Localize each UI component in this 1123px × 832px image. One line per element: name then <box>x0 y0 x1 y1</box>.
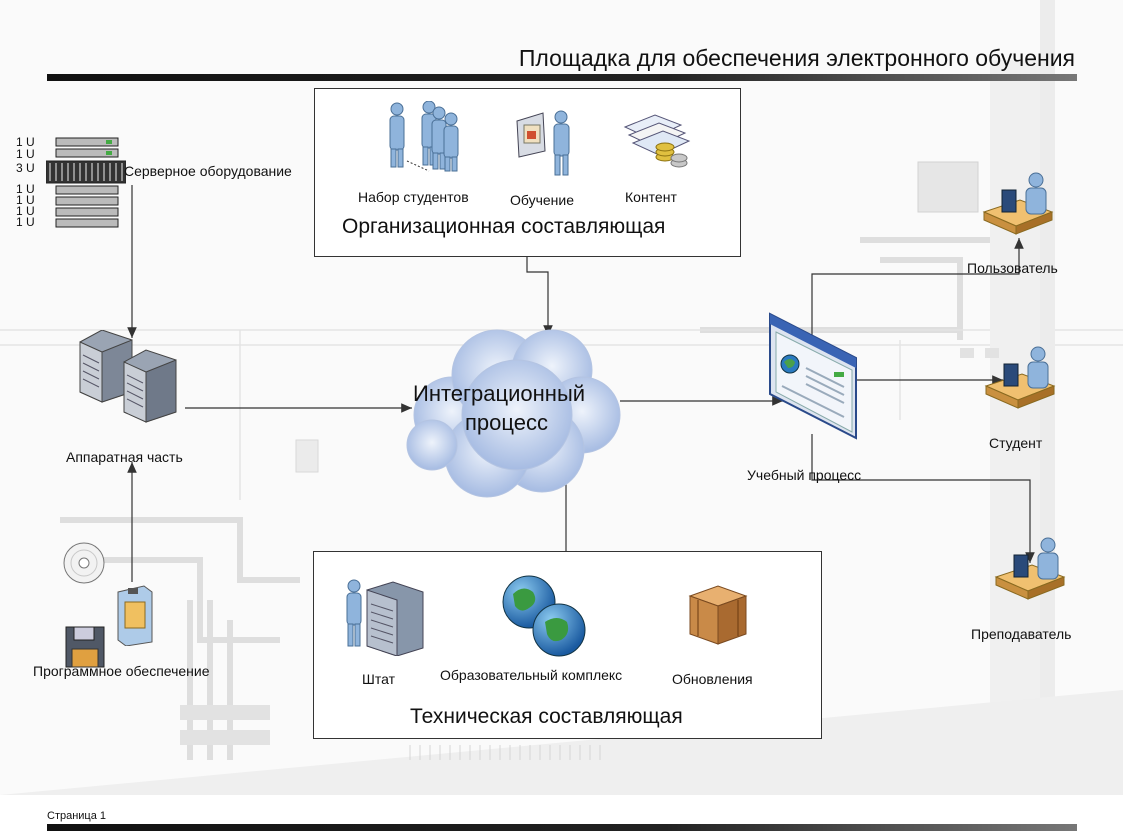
rack-unit-label: 1 U <box>16 204 35 218</box>
org-item-label: Обучение <box>510 192 575 208</box>
software-box-icon <box>117 585 153 646</box>
conn-org-to-cloud <box>526 256 553 336</box>
globes-icon <box>502 575 586 657</box>
web-window-icon <box>769 312 857 440</box>
content-docs-icon <box>623 114 691 168</box>
org-box-title: Организационная составляющая <box>342 215 666 238</box>
package-box-icon <box>688 585 748 645</box>
tech-component-box: Штат Образовательный комплекс Обновления… <box>313 551 822 739</box>
server-rack: 1 U 1 U 3 U 1 U 1 U 1 U 1 U <box>16 135 126 233</box>
org-item-label: Набор студентов <box>358 189 469 205</box>
server-equipment-label: Серверное оборудование <box>124 163 292 179</box>
page-title: Площадка для обеспечения электронного об… <box>518 45 1075 71</box>
rack-unit-label: 1 U <box>16 182 35 196</box>
rack-servers-icon <box>46 137 126 228</box>
conn-learning-to-user <box>811 238 1024 336</box>
learning-process-label: Учебный процесс <box>747 467 862 483</box>
rack-unit-label: 1 U <box>16 147 35 161</box>
user-at-desk-icon <box>982 172 1054 235</box>
tech-box-title: Техническая составляющая <box>410 705 683 728</box>
software-label: Программное обеспечение <box>33 663 210 679</box>
rack-unit-label: 3 U <box>16 161 35 175</box>
org-item-label: Контент <box>625 189 677 205</box>
role-label: Преподаватель <box>971 626 1072 642</box>
hardware-label: Аппаратная часть <box>66 449 183 465</box>
rack-unit-label: 1 U <box>16 193 35 207</box>
teacher-at-desk-icon <box>994 537 1066 600</box>
tech-item-label: Образовательный комплекс <box>440 667 623 683</box>
conn-learning-to-teacher <box>811 434 1035 563</box>
presentation-icon <box>516 110 570 176</box>
cloud-icon <box>406 329 621 498</box>
footer-rule <box>47 824 1077 831</box>
title-rule <box>47 74 1077 81</box>
integration-label-line1: Интеграционный <box>413 381 586 406</box>
rack-unit-label: 1 U <box>16 135 35 149</box>
integration-label-line2: процесс <box>465 410 548 435</box>
rack-unit-label: 1 U <box>16 215 35 229</box>
staff-rack-icon <box>346 579 424 656</box>
student-at-desk-icon <box>984 346 1056 409</box>
role-label: Студент <box>989 435 1043 451</box>
server-cluster-icon <box>79 330 177 423</box>
people-group-icon <box>389 101 459 172</box>
org-component-box: Набор студентов Обучение Контент Организ… <box>314 88 741 257</box>
floppy-icon <box>65 626 105 668</box>
tech-item-label: Обновления <box>672 671 753 687</box>
cd-icon <box>63 542 105 584</box>
tech-item-label: Штат <box>362 671 395 687</box>
page-number: Страница 1 <box>47 810 107 822</box>
role-label: Пользователь <box>967 260 1058 276</box>
